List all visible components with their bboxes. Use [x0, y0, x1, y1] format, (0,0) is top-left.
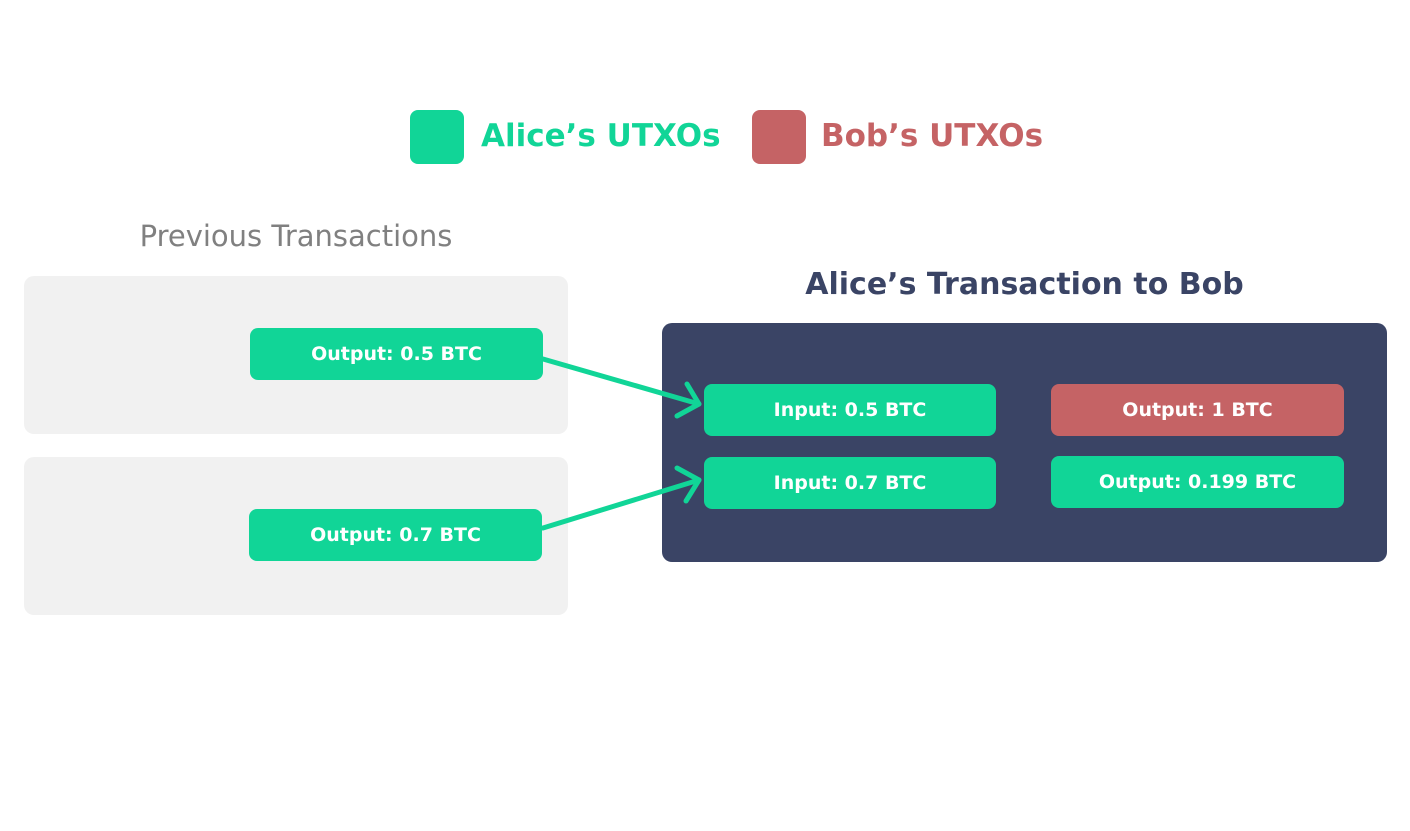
transaction-panel	[662, 323, 1387, 562]
transaction-input-utxo: Input: 0.5 BTC	[704, 384, 996, 436]
transaction-title: Alice’s Transaction to Bob	[805, 267, 1244, 302]
previous-output-utxo: Output: 0.5 BTC	[250, 328, 543, 380]
transaction-input-utxo: Input: 0.7 BTC	[704, 457, 996, 509]
bob-legend-swatch	[752, 110, 806, 164]
transaction-output-utxo: Output: 0.199 BTC	[1051, 456, 1344, 508]
previous-transactions-title: Previous Transactions	[139, 219, 453, 253]
bob-legend-label: Bob’s UTXOs	[821, 118, 1044, 154]
alice-legend-label: Alice’s UTXOs	[481, 118, 721, 154]
previous-output-utxo: Output: 0.7 BTC	[249, 509, 542, 561]
alice-legend-swatch	[410, 110, 464, 164]
transaction-output-utxo: Output: 1 BTC	[1051, 384, 1344, 436]
